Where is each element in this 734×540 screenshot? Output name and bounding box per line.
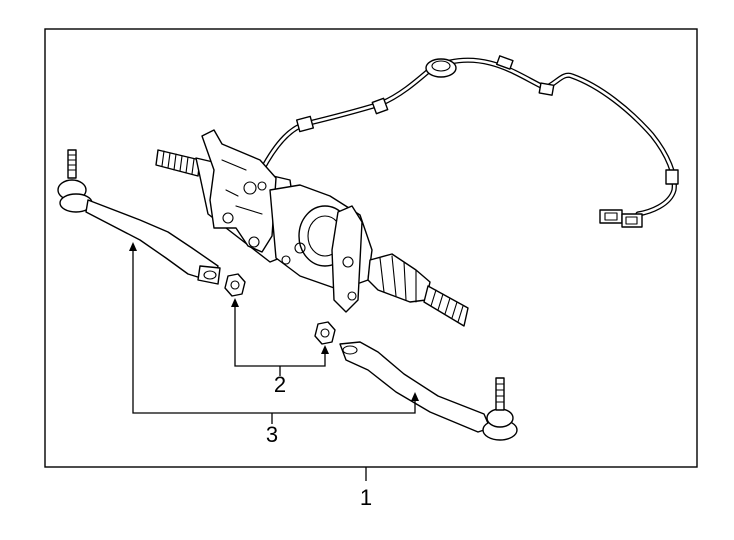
callout-3-leader bbox=[129, 242, 419, 424]
right-nut bbox=[314, 321, 336, 345]
right-tie-rod-end bbox=[339, 341, 518, 441]
steering-gear-housing bbox=[155, 129, 469, 327]
callout-label-3: 3 bbox=[266, 422, 278, 447]
left-tie-rod-end bbox=[57, 149, 221, 285]
callout-label-2: 2 bbox=[274, 372, 286, 397]
left-nut bbox=[224, 273, 246, 297]
callout-label-1: 1 bbox=[360, 485, 372, 510]
assembly-frame bbox=[44, 28, 698, 468]
wiring-harness bbox=[259, 55, 679, 228]
callout-2-leader bbox=[231, 298, 329, 376]
